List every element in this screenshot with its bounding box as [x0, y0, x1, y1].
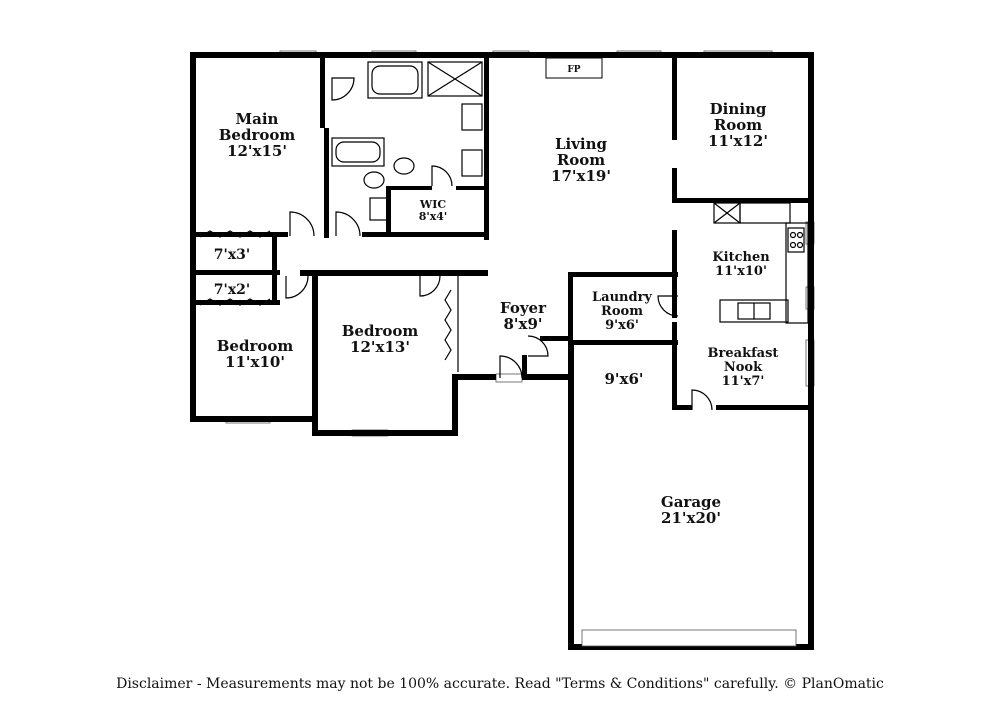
toilet-icon: [393, 157, 415, 175]
bedroom-left-size: 11'x10': [225, 353, 285, 371]
bedroom-mid-size: 12'x13': [350, 338, 410, 356]
fireplace-box: [545, 57, 603, 79]
laundry-size: 9'x6': [605, 318, 639, 333]
breakfast-name-2: Nook: [724, 360, 763, 375]
breakfast-size: 11'x7': [722, 374, 765, 389]
bathtub-icon: [331, 137, 385, 167]
living-size: 17'x19': [551, 167, 611, 185]
dining-name-1: Dining: [710, 100, 767, 118]
bedroom-left-name: Bedroom: [217, 337, 294, 355]
living-name-2: Room: [557, 151, 605, 169]
main-bedroom-name-2: Bedroom: [219, 126, 296, 144]
foyer-name: Foyer: [500, 299, 547, 317]
breakfast-name-1: Breakfast: [708, 346, 779, 361]
dining-size: 11'x12': [708, 132, 768, 150]
closet-a-size: 7'x3': [214, 247, 250, 263]
sink-icon: [461, 103, 483, 131]
dining-name-2: Room: [714, 116, 762, 134]
wic-size: 8'x4': [419, 210, 448, 223]
main-bedroom-name-1: Main: [236, 110, 279, 128]
toilet-icon: [363, 171, 385, 189]
floor-plan: Main Bedroom 12'x15' 7'x3' 7'x2' Bedroom…: [190, 50, 815, 650]
kitchen-size: 11'x10': [715, 264, 767, 279]
bedroom-mid-name: Bedroom: [342, 322, 419, 340]
kitchen-counter: [739, 202, 791, 224]
laundry-name-2: Room: [601, 304, 643, 319]
living-name-1: Living: [555, 135, 608, 153]
fireplace-label: FP: [567, 65, 580, 75]
foyer-size: 8'x9': [503, 315, 542, 333]
hall-size: 9'x6': [604, 370, 643, 388]
room-labels: Main Bedroom 12'x15' 7'x3' 7'x2' Bedroom…: [214, 65, 779, 527]
stove-icon: [787, 227, 805, 253]
garage-name: Garage: [661, 493, 721, 511]
garage-size: 21'x20': [661, 509, 721, 527]
closet-b-size: 7'x2': [214, 282, 250, 298]
disclaimer-text: Disclaimer - Measurements may not be 100…: [116, 676, 884, 692]
sink-icon: [461, 149, 483, 177]
main-bedroom-size: 12'x15': [227, 142, 287, 160]
kitchen-name: Kitchen: [712, 250, 770, 265]
walls: [190, 52, 814, 650]
bathtub-icon: [367, 61, 423, 99]
garage-door: [581, 629, 797, 647]
wic-name: WIC: [419, 198, 446, 211]
fixtures: [199, 57, 809, 647]
shower-icon: [427, 61, 483, 97]
laundry-name-1: Laundry: [592, 290, 652, 305]
